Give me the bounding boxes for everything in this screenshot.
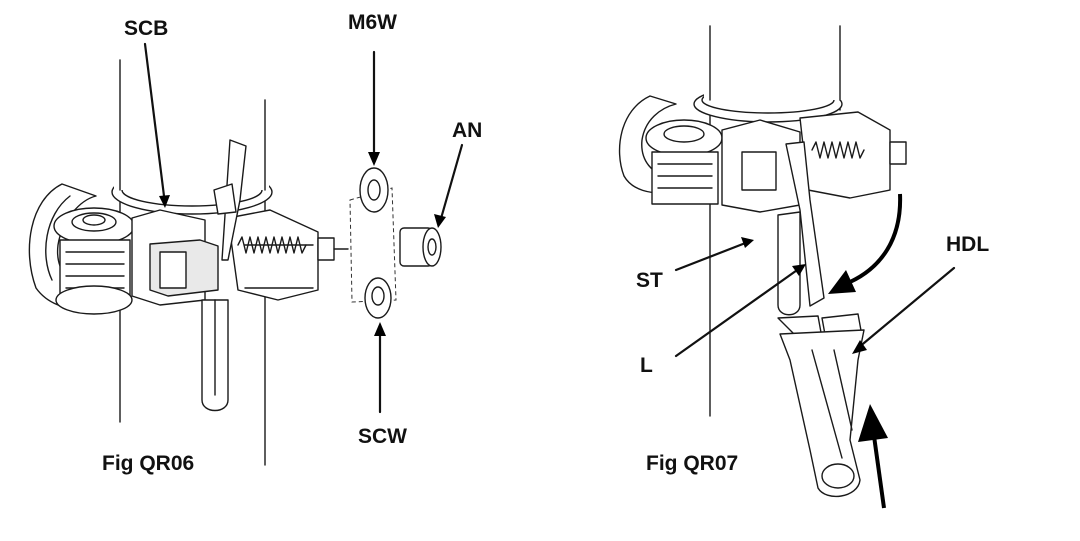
caption-fig-qr06: Fig QR06 bbox=[102, 452, 195, 475]
fig-qr07-leaders bbox=[674, 193, 956, 509]
label-l: L bbox=[640, 354, 653, 377]
fig-qr06-leaders bbox=[143, 42, 464, 414]
label-scw: SCW bbox=[358, 425, 407, 448]
label-scb: SCB bbox=[124, 17, 169, 40]
fig-qr06-drawing bbox=[28, 59, 349, 466]
label-st: ST bbox=[636, 269, 663, 292]
caption-fig-qr07: Fig QR07 bbox=[646, 452, 739, 475]
label-m6w: M6W bbox=[348, 11, 397, 34]
label-an: AN bbox=[452, 119, 483, 142]
fig-qr07-drawing bbox=[618, 25, 907, 498]
fig-qr06-parts bbox=[349, 167, 442, 319]
label-hdl: HDL bbox=[946, 233, 990, 256]
